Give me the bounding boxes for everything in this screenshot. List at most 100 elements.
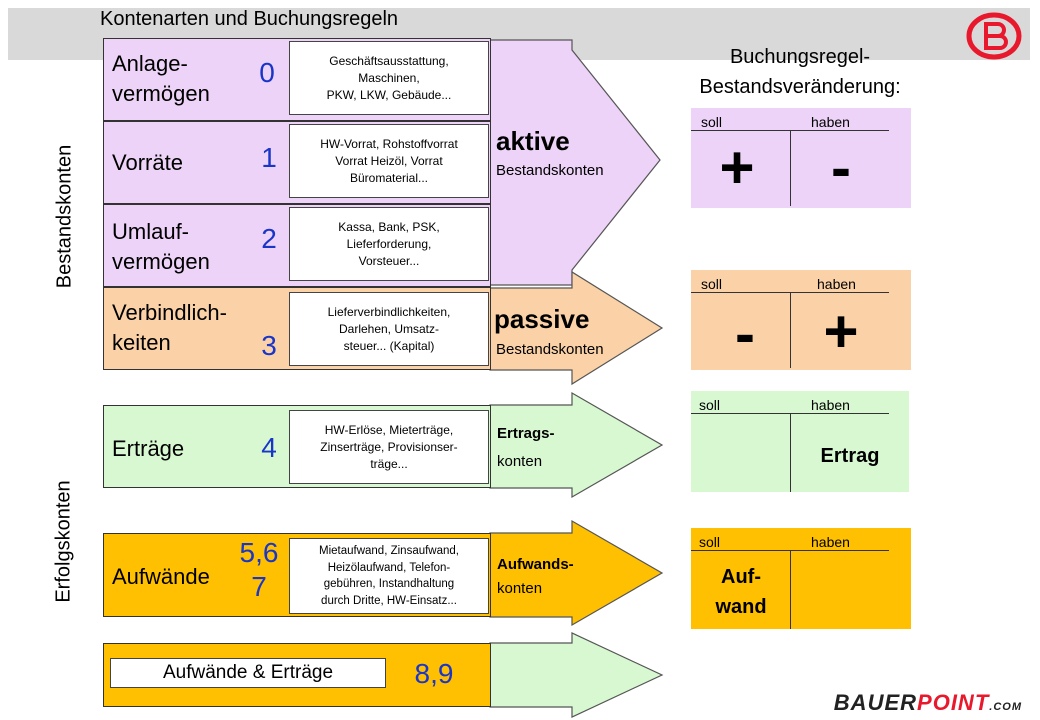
rule-title: Buchungsregel- Bestandsveränderung: — [665, 42, 935, 102]
row-number: 5,6 7 — [234, 536, 284, 604]
t-account-haben: haben — [811, 114, 850, 130]
t-account-left-word-line: wand — [715, 596, 767, 618]
t-account-left-sign: + — [719, 134, 755, 201]
row-number-line: 7 — [251, 571, 267, 602]
t-account-aktiv: soll haben + - — [691, 108, 911, 208]
row-label-line: Verbindlich- — [112, 300, 227, 325]
arrow-aktive — [489, 39, 661, 286]
row-number: 4 — [261, 432, 277, 463]
row-number: 3 — [261, 330, 277, 361]
row-aufwaende: Aufwände 5,6 7 Mietaufwand, Zinsaufwand,… — [103, 533, 491, 617]
arrow-passive-sub: Bestandskonten — [496, 341, 604, 358]
examples-line: PKW, LKW, Gebäude... — [326, 87, 452, 102]
examples-line: Lieferverbindlichkeiten, — [327, 304, 451, 319]
t-account-line-v — [790, 550, 791, 629]
examples-box: HW-Vorrat, Rohstoffvorrat Vorrat Heizöl,… — [289, 124, 489, 198]
arrow-abschluss — [489, 632, 664, 718]
row-label: Erträge — [112, 436, 185, 461]
row-number-line: 5,6 — [239, 537, 279, 568]
arrow-aufwand — [489, 519, 664, 627]
examples-line: Büromaterial... — [349, 170, 428, 185]
examples-line: Maschinen, — [358, 70, 420, 85]
examples-line: Zinserträge, Provisionser- — [320, 439, 458, 454]
examples-line: Vorsteuer... — [358, 253, 420, 268]
t-account-haben: haben — [811, 397, 850, 413]
t-account-left-word-line: Auf- — [721, 566, 761, 588]
row-aufwaende-ertraege: Aufwände & Erträge 8,9 — [103, 643, 491, 707]
row-number: 8,9 — [414, 658, 454, 689]
row-vorraete: Vorräte 1 HW-Vorrat, Rohstoffvorrat Vorr… — [103, 121, 491, 204]
examples-line: HW-Vorrat, Rohstoffvorrat — [320, 136, 458, 151]
row-number: 0 — [259, 57, 275, 88]
t-account-right-sign: - — [831, 134, 851, 201]
row-label: Anlage- vermögen — [112, 49, 210, 109]
t-account-line-v — [790, 292, 791, 368]
examples-box: Geschäftsausstattung, Maschinen, PKW, LK… — [289, 41, 489, 115]
t-account-left-word: Auf- wand — [691, 562, 791, 622]
examples-line: Lieferforderung, — [346, 236, 432, 251]
examples-line: Darlehen, Umsatz- — [338, 321, 440, 336]
row-label-line: Anlage- — [112, 51, 188, 76]
label-box-aufwaende-ertraege: Aufwände & Erträge — [110, 658, 386, 688]
arrow-ertrag-title: Ertrags- — [497, 425, 555, 442]
examples-box: Kassa, Bank, PSK, Lieferforderung, Vorst… — [289, 207, 489, 281]
t-account-haben: haben — [817, 276, 856, 292]
arrow-passive — [489, 270, 664, 386]
footer-brand-logo: BAUERPOINT.COM — [834, 690, 1022, 716]
t-account-aufwand: soll haben Auf- wand — [691, 528, 911, 629]
examples-line: Mietaufwand, Zinsaufwand, — [319, 545, 459, 557]
rule-title-line: Bestandsveränderung: — [699, 76, 901, 98]
examples-line: Geschäftsausstattung, — [329, 53, 449, 68]
examples-line: Vorrat Heizöl, Vorrat — [335, 153, 443, 168]
t-account-right-word: Ertrag — [820, 445, 880, 467]
t-account-line-v — [790, 413, 791, 492]
row-number: 2 — [261, 223, 277, 254]
row-verbindlichkeiten: Verbindlich- keiten 3 Lieferverbindlichk… — [103, 287, 491, 370]
row-label-line: vermögen — [112, 81, 210, 106]
t-account-line-v — [790, 130, 791, 206]
examples-line: steuer... (Kapital) — [343, 338, 435, 353]
row-label: Umlauf- vermögen — [112, 217, 210, 277]
t-account-soll: soll — [701, 276, 723, 292]
row-ertraege: Erträge 4 HW-Erlöse, Mieterträge, Zinser… — [103, 405, 491, 488]
arrow-passive-title: passive — [494, 304, 590, 334]
t-account-ertrag: soll haben Ertrag — [691, 391, 909, 492]
t-account-left-sign: - — [735, 300, 755, 367]
arrow-aktive-sub: Bestandskonten — [496, 162, 604, 179]
footer-brand-part: BAUER — [833, 690, 918, 715]
row-label: Aufwände — [112, 564, 210, 589]
row-anlagevermoegen: Anlage- vermögen 0 Geschäftsausstattung,… — [103, 38, 491, 121]
arrow-aktive-title: aktive — [496, 126, 570, 156]
examples-line: gebühren, Instandhaltung — [323, 578, 455, 590]
row-label: Verbindlich- keiten — [112, 298, 227, 358]
rule-title-line: Buchungsregel- — [729, 46, 871, 68]
row-number: 1 — [261, 142, 277, 173]
t-account-soll: soll — [701, 114, 723, 130]
t-account-haben: haben — [811, 534, 850, 550]
row-label-line: vermögen — [112, 249, 210, 274]
examples-box: HW-Erlöse, Mieterträge, Zinserträge, Pro… — [289, 410, 489, 484]
examples-box: Lieferverbindlichkeiten, Darlehen, Umsat… — [289, 292, 489, 366]
examples-line: durch Dritte, HW-Einsatz... — [321, 594, 457, 607]
examples-line: Kassa, Bank, PSK, — [338, 219, 440, 234]
row-umlaufvermoegen: Umlauf- vermögen 2 Kassa, Bank, PSK, Lie… — [103, 204, 491, 287]
row-label-line: keiten — [112, 330, 171, 355]
footer-brand-part: .COM — [989, 701, 1022, 713]
page-title: Kontenarten und Buchungsregeln — [100, 8, 399, 30]
arrow-aufwand-sub: konten — [497, 580, 543, 597]
t-account-passiv: soll haben - + — [691, 270, 911, 370]
footer-brand-part: POINT — [917, 690, 990, 715]
row-label-line: Umlauf- — [112, 219, 190, 244]
examples-line: Heizölaufwand, Telefon- — [327, 561, 451, 574]
examples-box: Mietaufwand, Zinsaufwand, Heizölaufwand,… — [289, 538, 489, 614]
row-label: Vorräte — [112, 150, 183, 175]
arrow-ertrag — [489, 391, 664, 499]
examples-line: HW-Erlöse, Mieterträge, — [324, 422, 454, 437]
arrow-ertrag-sub: konten — [497, 453, 543, 470]
t-account-soll: soll — [699, 397, 721, 413]
t-account-right-sign: + — [823, 298, 859, 365]
arrow-aufwand-title: Aufwands- — [497, 556, 574, 573]
examples-line: träge... — [370, 456, 408, 471]
brand-logo-icon — [966, 12, 1022, 60]
